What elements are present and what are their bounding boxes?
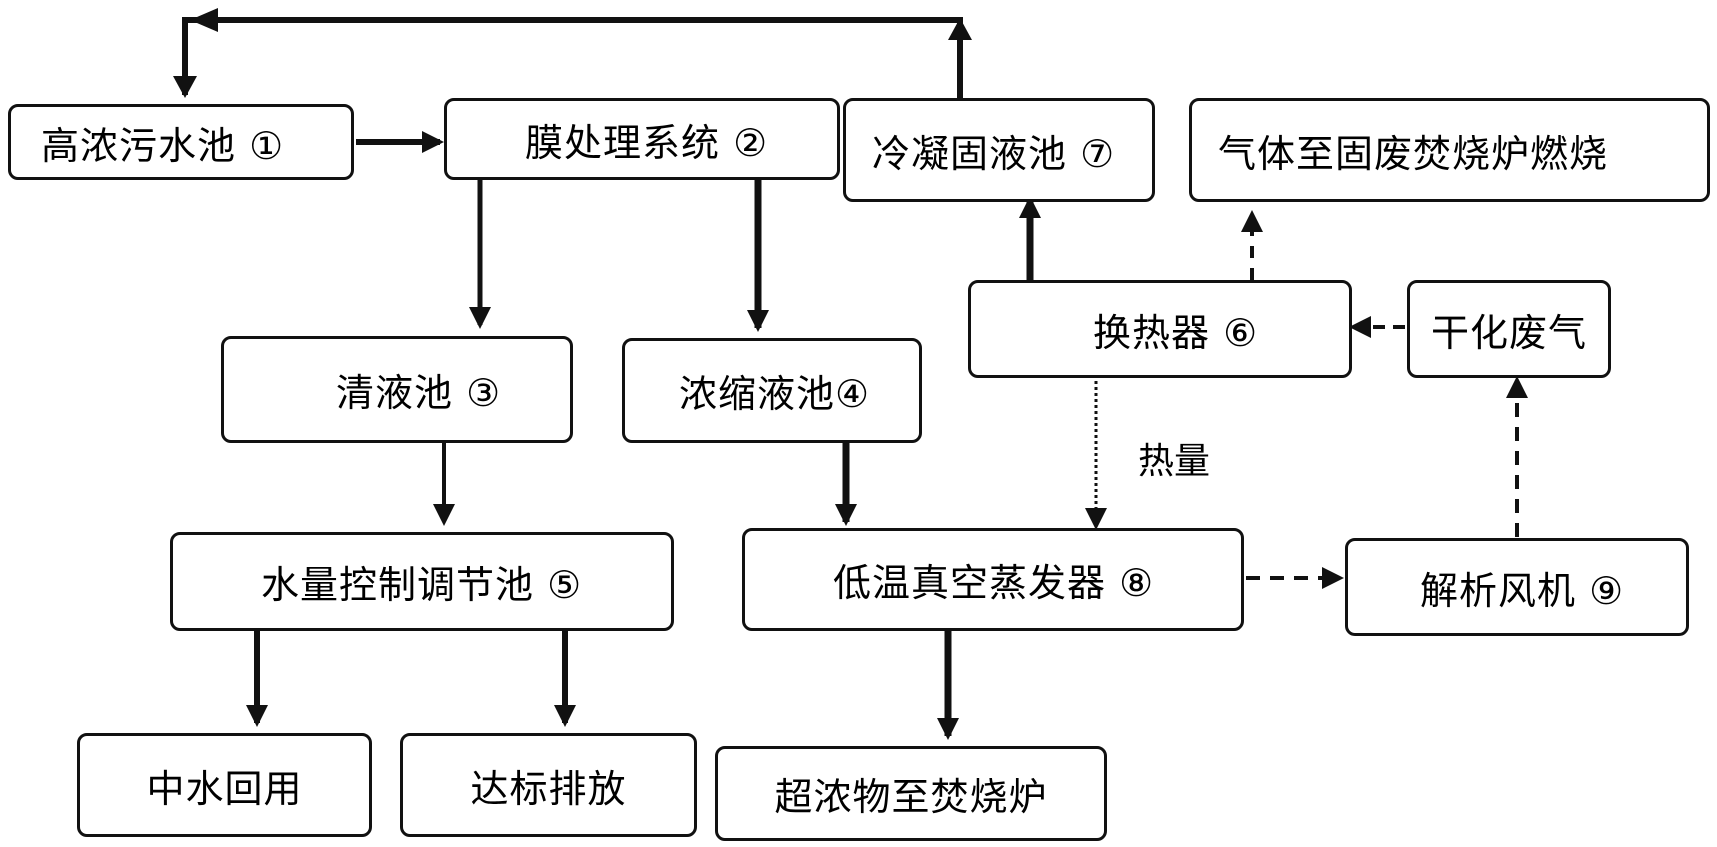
arrow-top-head-down [173,76,197,98]
arrow-top-head-left [190,8,218,32]
node-discharge: 达标排放 [400,733,697,837]
node-label: 气体至固废焚烧炉燃烧 [1218,131,1609,176]
node-label: 达标排放 [470,766,627,811]
node-desorption-fan: 解析风机 ⑨ [1345,538,1689,636]
node-label: 浓缩液池④ [679,372,871,416]
node-label: 水量控制调节池 ⑤ [261,563,583,607]
node-water-reuse: 中水回用 [77,733,372,837]
node-drying-exhaust: 干化废气 [1407,280,1611,378]
node-label: 中水回用 [146,766,303,811]
node-label: 冷凝固液池 ⑦ [872,131,1116,176]
node-gas-to-incinerator: 气体至固废焚烧炉燃烧 [1189,98,1710,202]
heat-label: 热量 [1138,441,1211,482]
node-label: 膜处理系统 ② [525,120,769,165]
node-water-regulating-pool: 水量控制调节池 ⑤ [170,532,674,631]
node-label: 高浓污水池 ① [41,123,285,168]
node-vacuum-evaporator: 低温真空蒸发器 ⑧ [742,528,1244,631]
node-membrane-system: 膜处理系统 ② [444,98,840,180]
node-label: 清液池 ③ [336,371,502,415]
node-condensate-pool: 冷凝固液池 ⑦ [843,98,1155,202]
arrow-top-head-up [948,18,972,40]
arrow-7-to-1 [182,17,963,115]
node-concentrate-pool: 浓缩液池④ [622,338,922,443]
node-residue-to-incinerator: 超浓物至焚烧炉 [715,746,1107,841]
node-label: 干化废气 [1430,310,1587,355]
node-label: 解析风机 ⑨ [1420,568,1625,613]
node-clear-liquid-pool: 清液池 ③ [221,336,573,443]
node-label: 超浓物至焚烧炉 [774,775,1048,819]
node-label: 换热器 ⑥ [1093,310,1259,355]
node-heat-exchanger: 换热器 ⑥ [968,280,1352,378]
node-label: 低温真空蒸发器 ⑧ [833,561,1155,605]
node-high-conc-sewage-pool: 高浓污水池 ① [8,104,354,180]
